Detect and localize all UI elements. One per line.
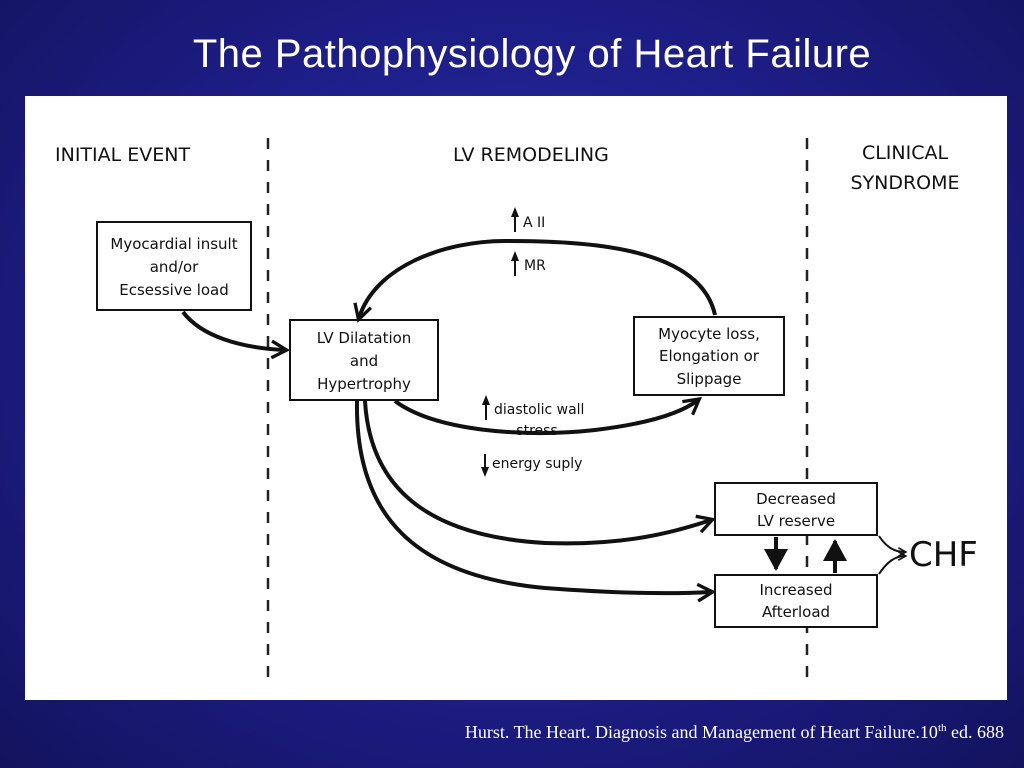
arrow-reserve-to-chf	[878, 535, 905, 552]
mr-label: MR	[524, 258, 546, 274]
down-arrow-icon	[481, 467, 489, 477]
insult-line-2: and/or	[150, 258, 199, 276]
up-arrow-icon	[511, 251, 519, 261]
header-lv-remodeling: LV REMODELING	[453, 144, 609, 166]
arrow-insult-to-dilatation	[181, 310, 285, 350]
box-increased-afterload: Increased Afterload	[714, 574, 878, 628]
citation-text: Hurst. The Heart. Diagnosis and Manageme…	[464, 722, 938, 742]
reserve-line-2: LV reserve	[757, 512, 835, 530]
wall-stress-line-1: diastolic wall	[494, 402, 584, 418]
annotation-a2: A II	[511, 207, 545, 232]
dilatation-line-2: and	[350, 352, 378, 370]
insult-line-3: Ecsessive load	[119, 281, 229, 299]
myocyte-line-2: Elongation or	[659, 347, 760, 365]
annotation-wall-stress: diastolic wall stress	[482, 395, 584, 439]
header-clinical: CLINICAL	[862, 142, 949, 164]
annotation-energy-supply: energy suply	[481, 454, 582, 477]
citation-superscript: th	[937, 722, 947, 734]
arrow-to-reserve	[363, 400, 711, 546]
up-arrow-icon	[482, 395, 490, 405]
arrow-bottom-arc	[393, 400, 698, 436]
dilatation-line-3: Hypertrophy	[317, 375, 411, 393]
arrow-to-afterload	[354, 400, 711, 593]
box-decreased-reserve: Decreased LV reserve	[714, 482, 878, 536]
myocyte-line-3: Slippage	[677, 370, 742, 388]
afterload-line-2: Afterload	[762, 603, 830, 621]
annotation-mr: MR	[511, 251, 546, 276]
box-myocardial-insult: Myocardial insult and/or Ecsessive load	[96, 221, 252, 311]
pathophysiology-diagram: INITIAL EVENT LV REMODELING CLINICAL SYN…	[55, 138, 978, 682]
energy-label: energy suply	[492, 456, 582, 472]
chf-label: CHF	[909, 535, 978, 575]
myocyte-line-1: Myocyte loss,	[658, 325, 760, 343]
citation-footer: Hurst. The Heart. Diagnosis and Manageme…	[465, 722, 1004, 743]
slide-title: The Pathophysiology of Heart Failure	[192, 32, 872, 76]
afterload-line-1: Increased	[759, 581, 832, 599]
citation-tail: ed. 688	[946, 722, 1004, 742]
up-arrow-icon	[511, 207, 519, 217]
wall-stress-line-2: stress	[516, 423, 557, 439]
reserve-line-1: Decreased	[756, 490, 836, 508]
arrow-afterload-to-chf	[878, 556, 905, 575]
box-myocyte-loss: Myocyte loss, Elongation or Slippage	[633, 316, 785, 396]
dilatation-line-1: LV Dilatation	[317, 329, 412, 347]
header-initial-event: INITIAL EVENT	[55, 144, 190, 166]
arrow-top-arc	[359, 238, 717, 318]
diagram-panel: INITIAL EVENT LV REMODELING CLINICAL SYN…	[25, 96, 1007, 700]
insult-line-1: Myocardial insult	[110, 235, 237, 253]
a2-label: A II	[523, 215, 545, 231]
header-syndrome: SYNDROME	[850, 172, 959, 194]
box-lv-dilatation: LV Dilatation and Hypertrophy	[289, 319, 439, 401]
